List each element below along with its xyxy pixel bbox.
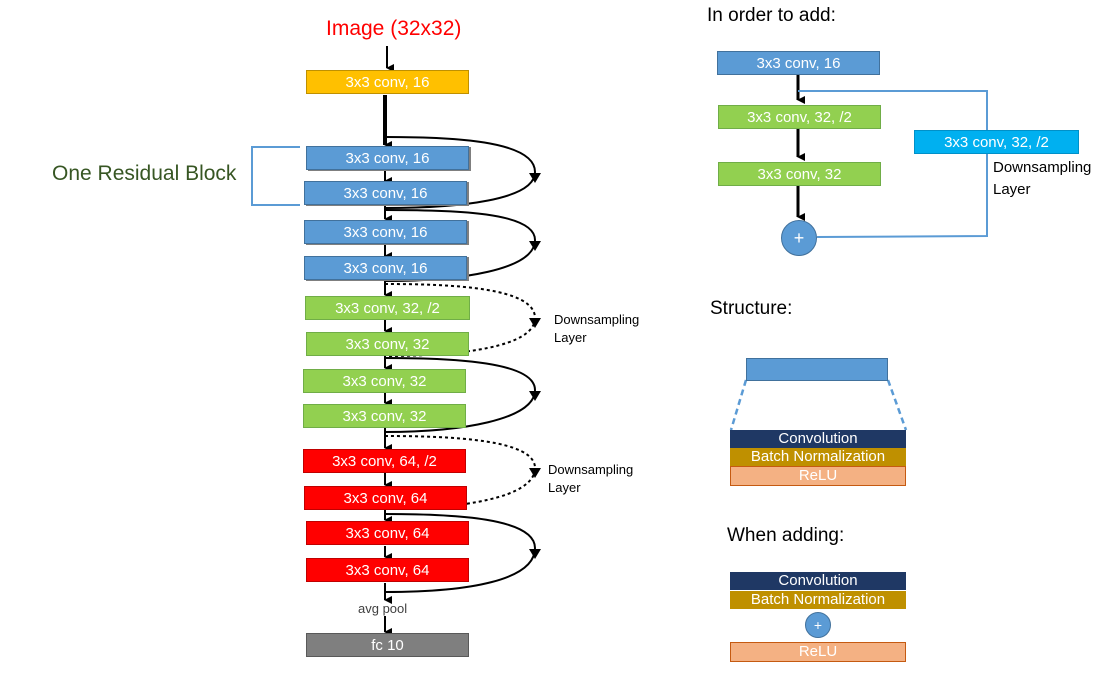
adding-batchnorm-layer: Batch Normalization xyxy=(730,591,906,609)
add-panel-side-label-line1: Downsampling xyxy=(993,159,1092,176)
conv-block-32-2: 3x3 conv, 32 xyxy=(306,332,469,356)
adding-plus-node: + xyxy=(805,612,831,638)
add-panel-plus-node: + xyxy=(781,220,817,256)
add-panel-side-label: Downsampling Layer xyxy=(993,157,1091,201)
add-panel-heading: In order to add: xyxy=(707,5,836,26)
add-panel-conv-32-down: 3x3 conv, 32, /2 xyxy=(718,105,881,129)
input-title: Image (32x32) xyxy=(326,17,462,40)
structure-heading: Structure: xyxy=(710,298,793,319)
downsampling-arrowheads xyxy=(529,318,541,478)
adding-relu-layer: ReLU xyxy=(730,642,906,662)
structure-convolution-layer: Convolution xyxy=(730,430,906,448)
fc-block: fc 10 xyxy=(306,633,469,657)
conv-block-64-4: 3x3 conv, 64 xyxy=(306,558,469,582)
conv-block-64-2: 3x3 conv, 64 xyxy=(304,486,467,510)
add-panel-side-conv: 3x3 conv, 32, /2 xyxy=(914,130,1079,154)
avg-pool-label: avg pool xyxy=(358,601,408,616)
adding-convolution-layer: Convolution xyxy=(730,572,906,590)
conv-block-64-3: 3x3 conv, 64 xyxy=(306,521,469,545)
downsampling-label-2-line1: Downsampling xyxy=(548,462,634,477)
adding-heading: When adding: xyxy=(727,525,845,546)
add-panel-shortcut xyxy=(798,90,988,238)
downsampling-label-2-line2: Layer xyxy=(548,480,581,495)
add-panel-conv-16: 3x3 conv, 16 xyxy=(717,51,880,75)
structure-batchnorm-layer: Batch Normalization xyxy=(730,448,906,466)
conv-block-16-1: 3x3 conv, 16 xyxy=(306,146,469,170)
downsampling-label-1: Downsampling Layer xyxy=(554,311,639,347)
skip-arrowheads xyxy=(529,173,541,559)
conv-block-32-4: 3x3 conv, 32 xyxy=(303,404,466,428)
residual-bracket xyxy=(251,146,300,206)
downsampling-label-1-line1: Downsampling xyxy=(554,312,640,327)
structure-generic-block xyxy=(746,358,888,381)
residual-block-label: One Residual Block xyxy=(52,162,237,185)
conv-block-16-2: 3x3 conv, 16 xyxy=(304,181,467,205)
add-panel-conv-32: 3x3 conv, 32 xyxy=(718,162,881,186)
conv-block-16-3: 3x3 conv, 16 xyxy=(304,220,467,244)
conv-block-64-down: 3x3 conv, 64, /2 xyxy=(303,449,466,473)
conv-block-32-down: 3x3 conv, 32, /2 xyxy=(305,296,470,320)
structure-relu-layer: ReLU xyxy=(730,466,906,486)
conv-block-16-4: 3x3 conv, 16 xyxy=(304,256,467,280)
downsampling-label-1-line2: Layer xyxy=(554,330,587,345)
conv-block-32-3: 3x3 conv, 32 xyxy=(303,369,466,393)
structure-expansion-lines xyxy=(729,379,908,431)
add-panel-side-label-line2: Layer xyxy=(993,181,1031,198)
first-conv-block: 3x3 conv, 16 xyxy=(306,70,469,94)
downsampling-label-2: Downsampling Layer xyxy=(548,461,633,497)
